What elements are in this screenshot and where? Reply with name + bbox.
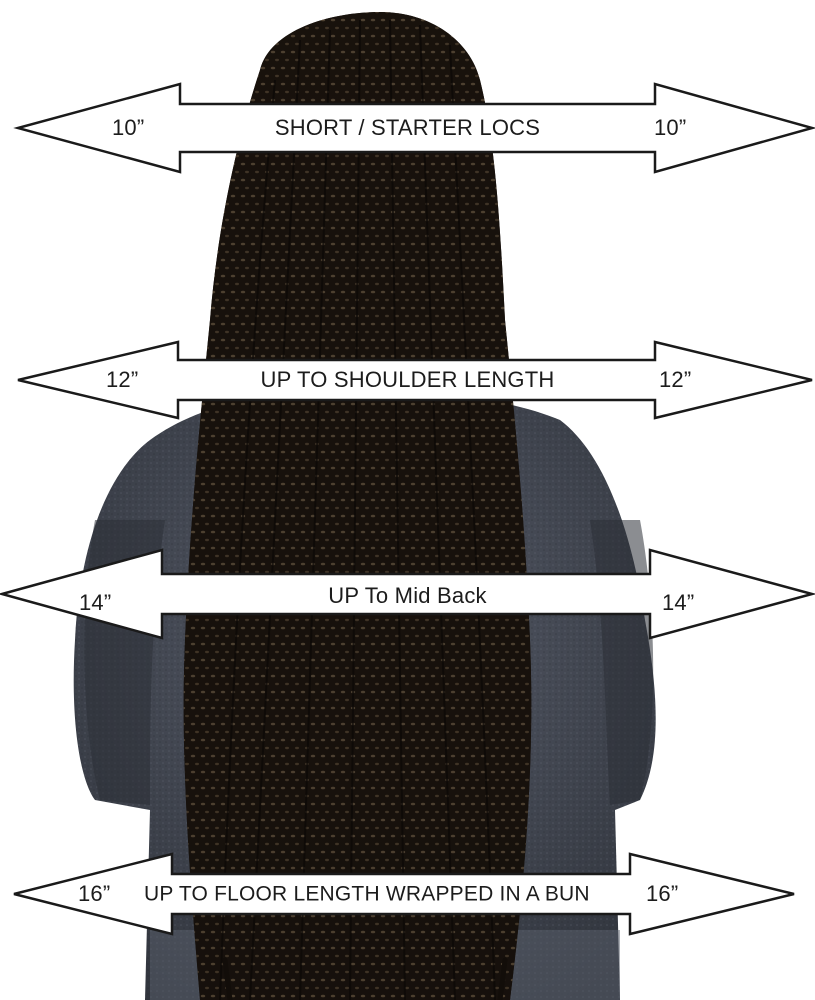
left-measure: 12”: [106, 367, 139, 392]
double-arrow-icon: [17, 340, 813, 420]
left-measure: 10”: [112, 115, 145, 140]
left-measure: 16”: [78, 881, 111, 906]
length-arrow-shoulder: 12” UP TO SHOULDER LENGTH 12”: [0, 340, 815, 420]
arrow-label: SHORT / STARTER LOCS: [274, 115, 541, 140]
arrow-label: UP TO FLOOR LENGTH WRAPPED IN A BUN: [144, 882, 590, 906]
arrow-label: UP To Mid Back: [328, 582, 487, 608]
length-arrow-mid-back: 14” UP To Mid Back 14”: [0, 548, 815, 640]
right-measure: 16”: [646, 881, 679, 906]
double-arrow-icon: [13, 852, 795, 936]
length-arrow-short: 10” SHORT / STARTER LOCS 10”: [0, 82, 815, 174]
right-measure: 10”: [654, 115, 687, 140]
left-measure: 14”: [79, 590, 112, 616]
right-measure: 14”: [662, 590, 695, 616]
double-arrow-icon: [13, 82, 815, 174]
length-arrow-floor: 16” UP TO FLOOR LENGTH WRAPPED IN A BUN …: [0, 852, 815, 936]
right-measure: 12”: [659, 367, 692, 392]
arrow-label: UP TO SHOULDER LENGTH: [260, 367, 555, 392]
double-arrow-icon: [0, 548, 815, 640]
